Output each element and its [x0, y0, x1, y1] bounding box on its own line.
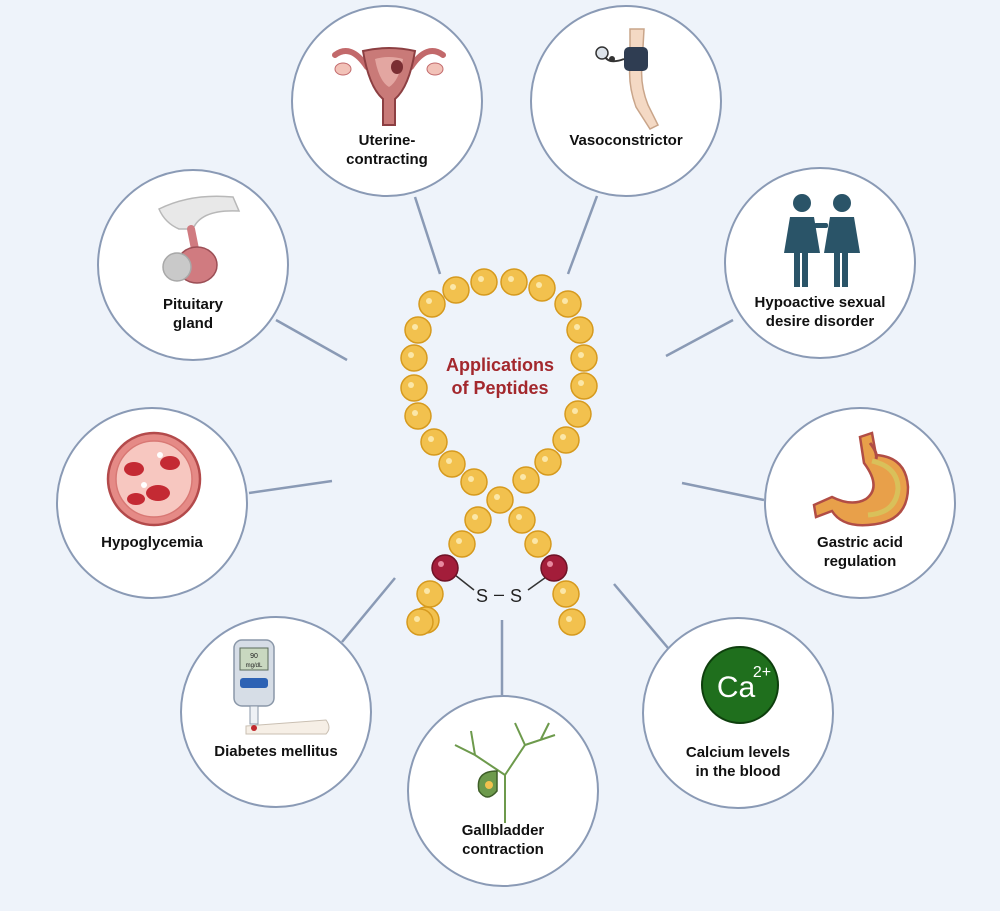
amino-acid-bead — [464, 506, 492, 534]
sulfur-left: S — [476, 586, 489, 606]
pituitary-gland-icon — [158, 195, 241, 284]
amino-acid-bead — [528, 274, 556, 302]
label-pituitary: Pituitary gland — [162, 296, 223, 332]
meter-unit: mg/dL — [246, 663, 263, 669]
amino-acid-bead — [564, 400, 592, 428]
amino-acid-bead — [400, 374, 428, 402]
stomach-icon — [812, 431, 910, 527]
amino-acid-bead — [406, 608, 434, 636]
uterus-icon — [332, 47, 446, 126]
amino-acid-bead — [570, 372, 598, 400]
node-pituitary: Pituitary gland — [97, 169, 289, 361]
amino-acid-bead — [558, 608, 586, 636]
amino-acid-bead — [512, 466, 540, 494]
blood-pressure-arm-icon — [595, 28, 660, 130]
amino-acid-bead — [418, 290, 446, 318]
meter-value: 90 — [250, 653, 258, 660]
calcium-symbol: Ca — [717, 671, 756, 704]
node-uterine-contracting: Uterine- contracting — [291, 5, 483, 197]
label-calcium: Calcium levels in the blood — [685, 744, 791, 780]
peptide-chain — [400, 268, 598, 636]
amino-acid-bead — [552, 426, 580, 454]
amino-acid-bead — [486, 486, 514, 514]
people-icon — [784, 194, 860, 287]
center-title: Applications of Peptides — [445, 355, 554, 398]
amino-acid-bead — [404, 402, 432, 430]
connector-hypo — [248, 479, 333, 495]
amino-acid-bead — [552, 580, 580, 608]
connector-uterine — [413, 196, 442, 275]
amino-acid-bead — [524, 530, 552, 558]
connector-diabetes — [341, 577, 396, 643]
bond-dash: – — [494, 584, 505, 604]
calcium-ion-icon: Ca 2+ — [701, 646, 779, 724]
amino-acid-bead — [566, 316, 594, 344]
amino-acid-bead — [508, 506, 536, 534]
amino-acid-bead — [416, 580, 444, 608]
amino-acid-bead — [570, 344, 598, 372]
label-diabetes: Diabetes mellitus — [214, 743, 338, 760]
glucose-meter-icon: 90 mg/dL — [233, 639, 330, 735]
amino-acid-bead — [554, 290, 582, 318]
amino-acid-bead — [438, 450, 466, 478]
amino-acid-bead — [470, 268, 498, 296]
gallbladder-icon — [454, 722, 556, 823]
node-vasoconstrictor: Vasoconstrictor — [530, 5, 722, 197]
cysteine-right — [540, 554, 568, 582]
label-gastric: Gastric acid regulation — [817, 534, 903, 570]
connector-vaso — [566, 195, 599, 275]
connector-hsdd — [665, 318, 734, 358]
cysteine-left — [431, 554, 459, 582]
label-gallbladder: Gallbladder contraction — [461, 822, 545, 858]
node-hsdd: Hypoactive sexual desire disorder — [724, 167, 916, 359]
label-hypoglycemia: Hypoglycemia — [101, 534, 203, 551]
amino-acid-bead — [460, 468, 488, 496]
connector-gastric — [681, 481, 765, 502]
calcium-charge: 2+ — [753, 664, 771, 681]
node-gastric: Gastric acid regulation — [764, 407, 956, 599]
sulfur-right: S — [510, 586, 523, 606]
connector-pituitary — [275, 318, 348, 362]
amino-acid-bead — [442, 276, 470, 304]
label-hsdd: Hypoactive sexual desire disorder — [754, 294, 886, 330]
blood-vessel-icon — [106, 431, 202, 527]
amino-acid-bead — [534, 448, 562, 476]
amino-acid-bead — [500, 268, 528, 296]
amino-acid-bead — [404, 316, 432, 344]
node-hypoglycemia: Hypoglycemia — [56, 407, 248, 599]
amino-acid-bead — [448, 530, 476, 558]
node-gallbladder: Gallbladder contraction — [407, 695, 599, 887]
label-uterine-contracting: Uterine- contracting — [346, 132, 428, 168]
label-vasoconstrictor: Vasoconstrictor — [569, 132, 683, 149]
node-diabetes: 90 mg/dL Diabetes mellitus — [180, 616, 372, 808]
node-calcium: Ca 2+ Calcium levels in the blood — [642, 617, 834, 809]
amino-acid-bead — [400, 344, 428, 372]
connector-calcium — [613, 583, 669, 649]
amino-acid-bead — [420, 428, 448, 456]
